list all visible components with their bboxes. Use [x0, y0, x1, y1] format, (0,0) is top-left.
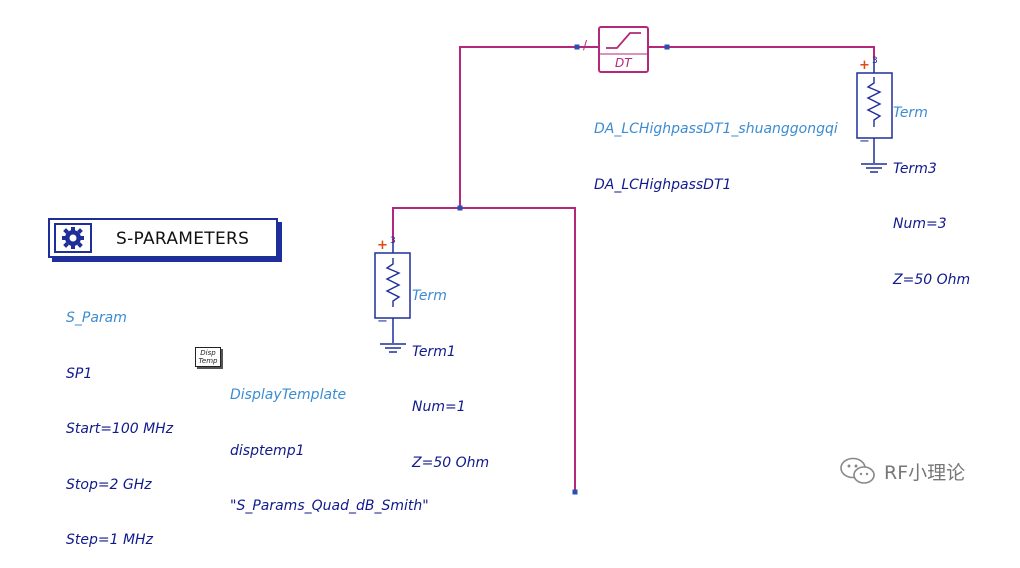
sparam-controller[interactable]: S-PARAMETERS — [48, 218, 278, 258]
term3-symbol[interactable] — [856, 60, 893, 173]
term1-name: Term1 — [412, 343, 456, 360]
schematic-canvas[interactable] — [0, 0, 1020, 519]
display-template-labels: DisplayTemplate disptemp1 "S_Params_Quad… — [230, 349, 429, 534]
watermark-text: RF小理论 — [884, 461, 966, 484]
term3-name: Term3 — [893, 160, 937, 177]
sparam-controller-icon — [54, 223, 92, 253]
node-dot — [664, 44, 670, 50]
node-dot — [574, 44, 580, 50]
display-template-icon-line1: Disp — [200, 349, 216, 357]
sparam-type[interactable]: S_Param — [66, 310, 127, 326]
filter-labels: DA_LCHighpassDT1_shuanggongqi DA_LCHighp… — [594, 83, 838, 213]
term1-symbol[interactable] — [374, 243, 411, 353]
resistor-icon — [385, 258, 401, 307]
wire-nodes — [457, 44, 670, 495]
term1-minus-sign: − — [377, 314, 388, 329]
watermark: RF小理论 — [838, 456, 965, 486]
sparam-labels: S_Param SP1 Start=100 MHz Stop=2 GHz Ste… — [66, 272, 173, 568]
wechat-icon — [840, 457, 875, 484]
display-template-name: disptemp1 — [230, 442, 305, 459]
sparam-step[interactable]: Step=1 MHz — [66, 532, 153, 548]
node-dot — [572, 489, 578, 495]
term1-plus-sign: + — [377, 238, 388, 253]
display-template-icon[interactable]: Disp Temp — [195, 347, 221, 367]
filter-body[interactable] — [598, 26, 649, 73]
filter-port-mark: / — [583, 38, 588, 52]
sparam-start[interactable]: Start=100 MHz — [66, 421, 174, 437]
term3-minus-sign: − — [859, 134, 870, 149]
wire-top[interactable] — [459, 46, 599, 207]
sparam-stop[interactable]: Stop=2 GHz — [66, 476, 152, 493]
term1-pin-number: 3 — [390, 236, 396, 246]
term3-type[interactable]: Term — [893, 105, 928, 121]
highpass-filter-symbol[interactable] — [598, 26, 649, 73]
highpass-response-icon — [606, 32, 641, 49]
term1-type[interactable]: Term — [412, 288, 447, 304]
term3-pin-number: 3 — [872, 56, 878, 66]
display-template-icon-line2: Temp — [198, 357, 218, 365]
term3-impedance[interactable]: Z=50 Ohm — [893, 271, 971, 288]
sparam-name: SP1 — [66, 365, 93, 382]
resistor-icon — [866, 77, 882, 127]
term1-impedance[interactable]: Z=50 Ohm — [412, 454, 490, 471]
filter-model-name: DA_LCHighpassDT1 — [594, 176, 732, 193]
term1-num[interactable]: Num=1 — [412, 399, 466, 415]
term3-labels: Term Term3 Num=3 Z=50 Ohm — [893, 67, 970, 308]
term3-plus-sign: + — [859, 58, 870, 73]
wire-filter-to-term3[interactable] — [648, 46, 875, 60]
term1-labels: Term Term1 Num=1 Z=50 Ohm — [412, 250, 489, 491]
wire-mid[interactable] — [392, 207, 576, 492]
display-template-type[interactable]: DisplayTemplate — [230, 387, 347, 403]
gear-network-icon — [62, 227, 84, 249]
display-template-value[interactable]: "S_Params_Quad_dB_Smith" — [230, 498, 429, 514]
sparam-title: S-PARAMETERS — [116, 229, 250, 249]
filter-instance-name[interactable]: DA_LCHighpassDT1_shuanggongqi — [594, 121, 838, 137]
node-dot — [457, 205, 463, 211]
filter-symbol-text: DT — [615, 56, 632, 70]
wires[interactable] — [392, 46, 875, 492]
term3-num[interactable]: Num=3 — [893, 216, 947, 232]
